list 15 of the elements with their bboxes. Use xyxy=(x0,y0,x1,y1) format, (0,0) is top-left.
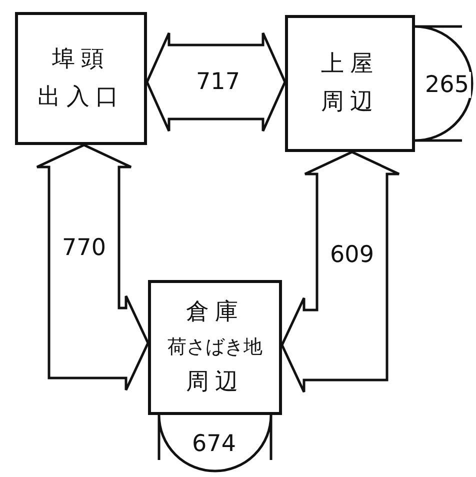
area-name: 埠頭 xyxy=(52,47,110,72)
loop-flow xyxy=(414,25,474,142)
flow-arrow xyxy=(146,32,286,132)
area-name: 上屋 xyxy=(321,52,379,78)
area-box xyxy=(15,12,147,145)
area-name: 倉庫 xyxy=(186,300,244,326)
area-box xyxy=(285,15,415,152)
area-name: 周辺 xyxy=(186,370,244,396)
area-box xyxy=(148,280,282,415)
loop-flow xyxy=(158,414,272,472)
area-name: 荷さばき地 xyxy=(168,337,262,358)
area-name: 周辺 xyxy=(321,90,379,115)
area-name: 出入口 xyxy=(38,84,124,110)
flow-arrow xyxy=(36,144,150,392)
flow-arrow xyxy=(280,150,400,394)
